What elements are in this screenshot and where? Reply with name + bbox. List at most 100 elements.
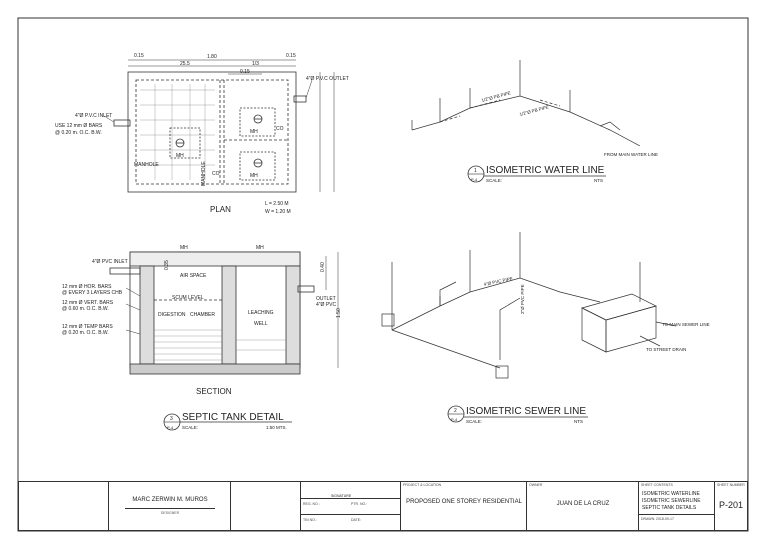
iso-sewer-text: 4"Ø PVC PIPE 2"Ø PVC PIPE TO MAIN SEWER … xyxy=(483,276,710,352)
section-hor-bars: 12 mm Ø HOR. BARS xyxy=(62,284,112,290)
section-chamber: CHAMBER xyxy=(190,312,215,318)
section-well: WELL xyxy=(254,321,268,327)
section-dim-040: 0.40 xyxy=(320,262,326,272)
plan-outlet-label: 4"Ø P.V.C OUTLET xyxy=(306,76,349,82)
signature-label: SIGNATURE xyxy=(331,494,352,498)
contents-item-3: SEPTIC TANK DETAILS xyxy=(642,505,697,511)
section-outlet: OUTLET xyxy=(316,296,336,302)
plan-manhole-label-2: MANHOLE xyxy=(201,161,207,186)
plan-inlet-label: 4"Ø P.V.C INLET xyxy=(75,113,112,119)
iso-sewer-title: ISOMETRIC SEWER LINE xyxy=(466,406,586,417)
contents-item-2: ISOMETRIC SEWERLINE xyxy=(642,498,701,504)
iso-water-scale-value: NTS xyxy=(594,178,603,183)
septic-detail-sheet: P-4 xyxy=(167,425,174,430)
drawn-date: DRAWN: 2018-09-17 xyxy=(641,517,674,521)
section-vert-bars: 12 mm Ø VERT. BARS xyxy=(62,300,114,306)
plan-manhole-label: MANHOLE xyxy=(134,162,159,168)
contents-label: SHEET CONTENTS xyxy=(641,483,673,487)
plan-dim-1: 0.15 xyxy=(134,53,144,59)
contents-item-1: ISOMETRIC WATERLINE xyxy=(642,491,700,497)
iso-water-from-main: FROM MAIN WATER LINE xyxy=(604,152,658,157)
designer-cell: MARC ZERWIN M. MUROS DESIGNER xyxy=(109,482,231,530)
section-temp-spacing: @ 0.20 m. O.C. B.W. xyxy=(62,330,109,336)
plan-dim-4: 25.5 xyxy=(180,61,190,67)
section-title: SECTION xyxy=(196,387,232,396)
section-view xyxy=(109,251,339,375)
section-every-layers: @ EVERY 3 LAYERS CHB xyxy=(62,290,123,296)
plan-spacing-label: @ 0.20 m. O.C. B.W. xyxy=(55,130,102,136)
section-mh-label-1: MH xyxy=(180,245,188,251)
ptr-no-label: PTR. NO.: xyxy=(351,502,368,506)
plan-dim-2: 1.80 xyxy=(207,54,217,60)
septic-detail-title: SEPTIC TANK DETAIL xyxy=(182,412,284,423)
septic-detail-number: 3 xyxy=(170,416,173,422)
septic-detail-callout: 3 P-4 SEPTIC TANK DETAIL SCALE: 1:50 MTS… xyxy=(163,412,292,431)
tin-no-label: TIN NO.: xyxy=(303,518,317,522)
owner-label: OWNER xyxy=(529,483,543,487)
section-temp-bars: 12 mm Ø TEMP BARS xyxy=(62,324,113,330)
septic-detail-scale-value: 1:50 MTS. xyxy=(266,425,287,430)
plan-text: 0.15 1.80 0.15 25.5 1/3 0.15 4"Ø P.V.C O… xyxy=(55,53,349,215)
plan-view xyxy=(103,59,335,193)
sheet-number-cell: SHEET NUMBER P-201 xyxy=(715,482,747,530)
reg-no-label: REG. NO.: xyxy=(303,502,320,506)
plan-dim-3: 0.15 xyxy=(286,53,296,59)
notes-fine-print xyxy=(233,490,299,493)
plan-dim-6: 0.15 xyxy=(240,69,250,75)
iso-sewer-pipe2: 2"Ø PVC PIPE xyxy=(520,284,525,314)
contents-cell: SHEET CONTENTS ISOMETRIC WATERLINE ISOME… xyxy=(639,482,715,530)
plan-mh-label-2: MH xyxy=(250,129,258,135)
iso-sewer-pipe1: 4"Ø PVC PIPE xyxy=(483,276,513,287)
section-dim-035: 0.35 xyxy=(164,260,170,270)
iso-water-number: 1 xyxy=(474,168,477,174)
plan-width: W = 1.20 M xyxy=(265,209,291,215)
iso-sewer-scale-label: SCALE: xyxy=(466,419,482,424)
registration-cell: SIGNATURE REG. NO.: PTR. NO.: TIN NO.: D… xyxy=(301,482,401,530)
owner-cell: OWNER JUAN DE LA CRUZ xyxy=(527,482,639,530)
iso-sewer-to-main: TO MAIN SEWER LINE xyxy=(662,322,710,327)
iso-water-callout: 1 P-4 ISOMETRIC WATER LINE SCALE: NTS xyxy=(467,165,606,183)
sheet-number-label: SHEET NUMBER xyxy=(717,483,745,487)
section-scum-level: SCUM LEVEL xyxy=(172,295,204,301)
sheet-border xyxy=(17,17,749,532)
plan-length: L = 2.50 M xyxy=(265,201,289,207)
section-digestion: DIGESTION xyxy=(158,312,186,318)
plan-mh-label-3: MH xyxy=(250,173,258,179)
sheet-number: P-201 xyxy=(718,500,744,510)
section-air-space: AIR SPACE xyxy=(180,273,207,279)
plan-co-label-2: CO xyxy=(212,171,220,177)
iso-water-sheet: P-4 xyxy=(471,177,478,182)
iso-sewer-diagram xyxy=(381,232,677,379)
plan-bars-label: USE 12 mm Ø BARS xyxy=(55,123,103,129)
section-vert-spacing: @ 0.60 m. O.C. B.W. xyxy=(62,306,109,312)
title-block: MARC ZERWIN M. MUROS DESIGNER SIGNATURE … xyxy=(18,481,748,531)
plan-mh-label-1: MH xyxy=(176,153,184,159)
plan-title: PLAN xyxy=(210,205,231,214)
project-cell: PROJECT & LOCATION PROPOSED ONE STOREY R… xyxy=(401,482,527,530)
designer-role: DESIGNER xyxy=(160,511,180,515)
iso-water-scale-label: SCALE: xyxy=(486,178,502,183)
date-label: DATE: xyxy=(351,518,362,522)
iso-sewer-scale-value: NTS xyxy=(574,419,583,424)
iso-sewer-number: 2 xyxy=(454,408,457,414)
section-inlet-label: 4"Ø PVC INLET xyxy=(92,259,128,265)
iso-water-pipe2: 1/2"Ø PB PIPE xyxy=(519,104,549,117)
section-leaching: LEACHING xyxy=(248,310,274,316)
iso-water-diagram xyxy=(411,60,641,147)
section-text: MH MH AIR SPACE 4"Ø PVC INLET 12 mm Ø HO… xyxy=(62,245,342,396)
section-outlet-size: 4"Ø PVC xyxy=(316,302,337,308)
section-dim-150: 1.50 xyxy=(336,308,342,318)
plan-co-label-1: CO xyxy=(276,126,284,132)
title-block-blank xyxy=(19,482,109,530)
owner-value: JUAN DE LA CRUZ xyxy=(556,501,610,507)
notes-cell xyxy=(231,482,301,530)
iso-sewer-sheet: P-4 xyxy=(451,417,458,422)
project-value: PROPOSED ONE STOREY RESIDENTIAL xyxy=(406,499,522,505)
section-mh-label-2: MH xyxy=(256,245,264,251)
designer-name: MARC ZERWIN M. MUROS xyxy=(132,497,208,503)
iso-sewer-callout: 2 P-4 ISOMETRIC SEWER LINE SCALE: NTS xyxy=(447,405,588,424)
septic-detail-scale-label: SCALE: xyxy=(182,425,198,430)
plan-dim-5: 1/3 xyxy=(252,61,259,67)
iso-water-text: 1/2"Ø PB PIPE 1/2"Ø PB PIPE FROM MAIN WA… xyxy=(481,90,658,157)
